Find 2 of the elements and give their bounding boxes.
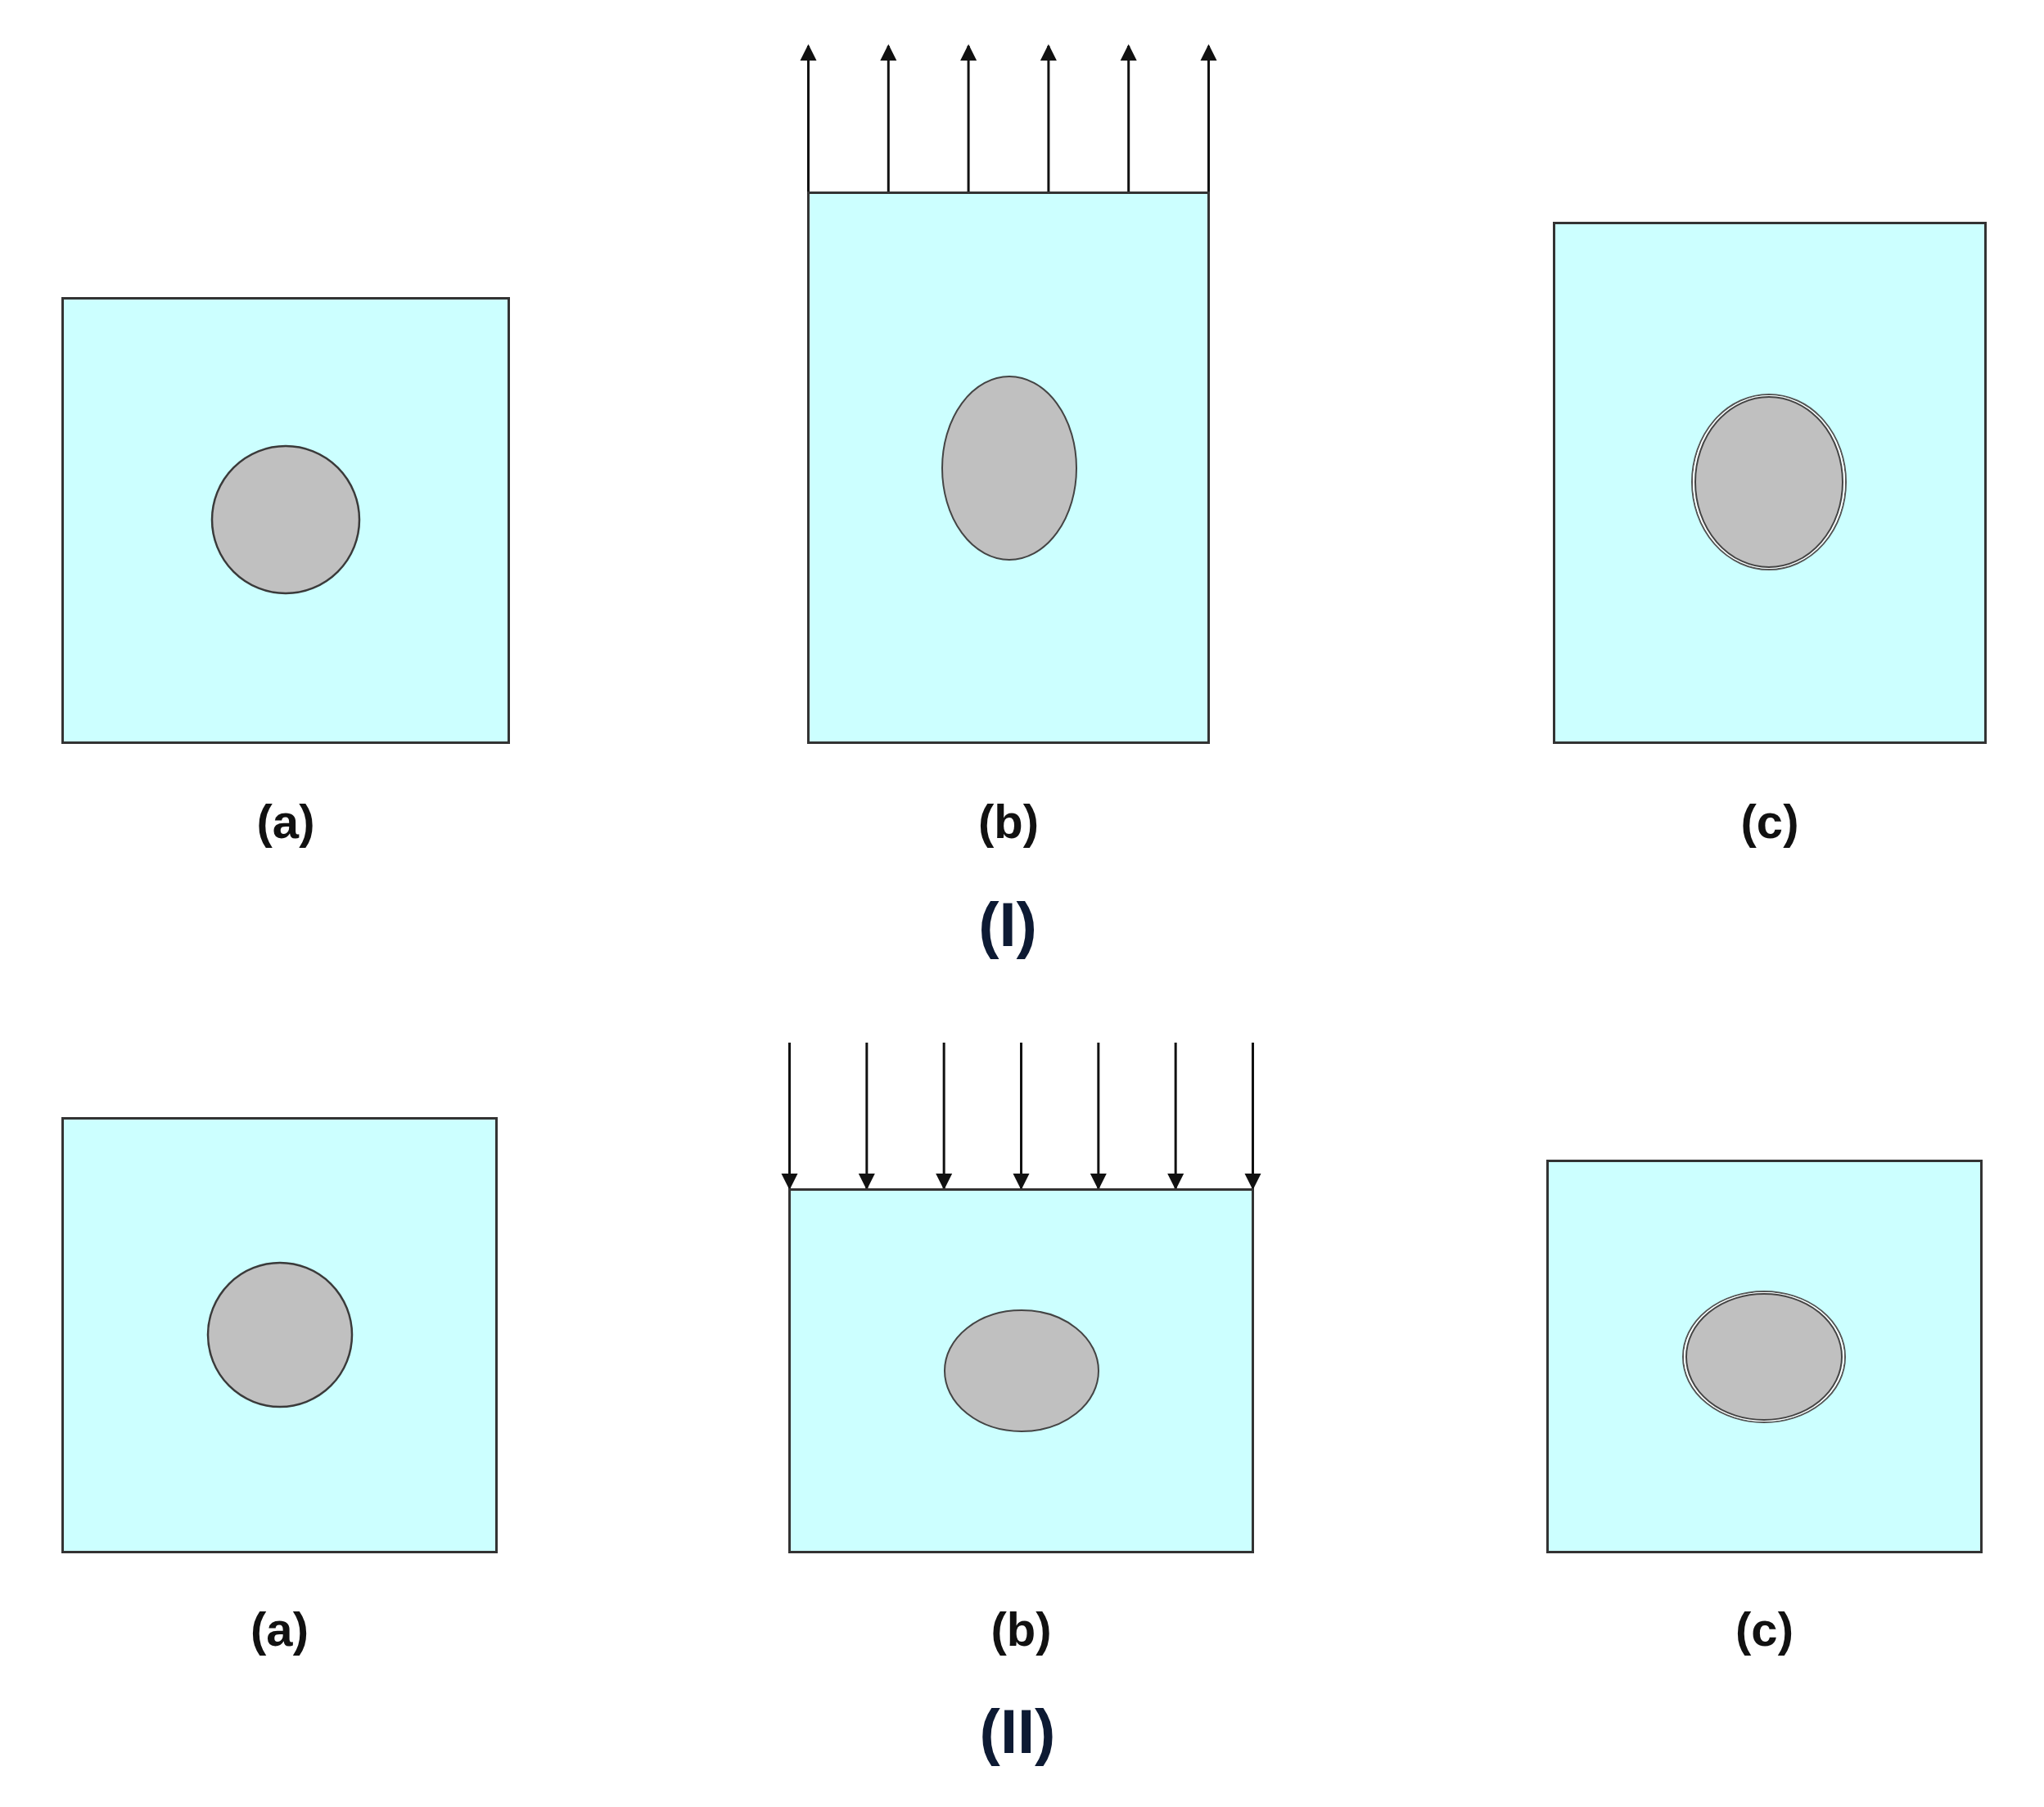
- inclusion-ellipse: [1681, 1288, 1848, 1426]
- inclusion-ellipse: [1690, 391, 1848, 573]
